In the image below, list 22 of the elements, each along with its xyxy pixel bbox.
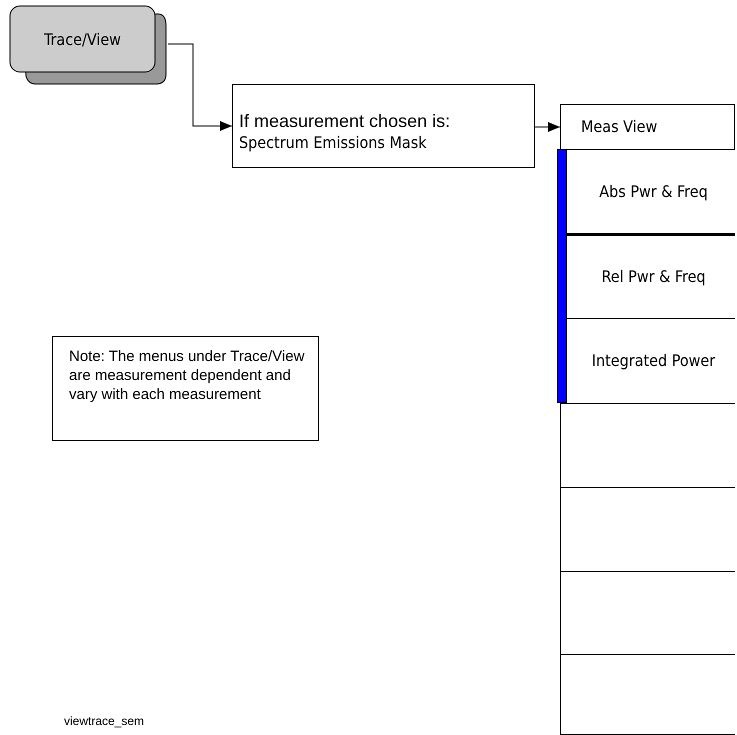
softkey: [567, 149, 735, 233]
empty-softkey: [561, 571, 735, 654]
arrow: [534, 122, 560, 132]
arrow: [168, 44, 232, 131]
note-box: [52, 336, 319, 441]
softkey-label: Integrated Power: [590, 350, 716, 372]
menu-title: Meas View: [581, 117, 658, 136]
condition-text: If measurement chosen is:: [239, 111, 450, 132]
empty-softkey: [561, 403, 735, 487]
softkey: [567, 233, 735, 318]
hardkey-button: [8, 4, 168, 86]
note-text: Note: The menus under Trace/View are measurement dependent and vary with each measurement: [69, 347, 306, 404]
softkey: [567, 318, 735, 403]
empty-softkey: [561, 654, 735, 734]
empty-softkey: [561, 487, 735, 571]
condition-box: [232, 84, 535, 168]
measurement-name: Spectrum Emissions Mask: [239, 133, 427, 152]
softkey-label: Abs Pwr & Freq: [598, 180, 709, 202]
figure-id: viewtrace_sem: [64, 714, 144, 728]
softkey-label: Rel Pwr & Freq: [600, 266, 707, 288]
softkey-menu: [560, 104, 735, 735]
key-label: Trace/View: [43, 28, 122, 50]
